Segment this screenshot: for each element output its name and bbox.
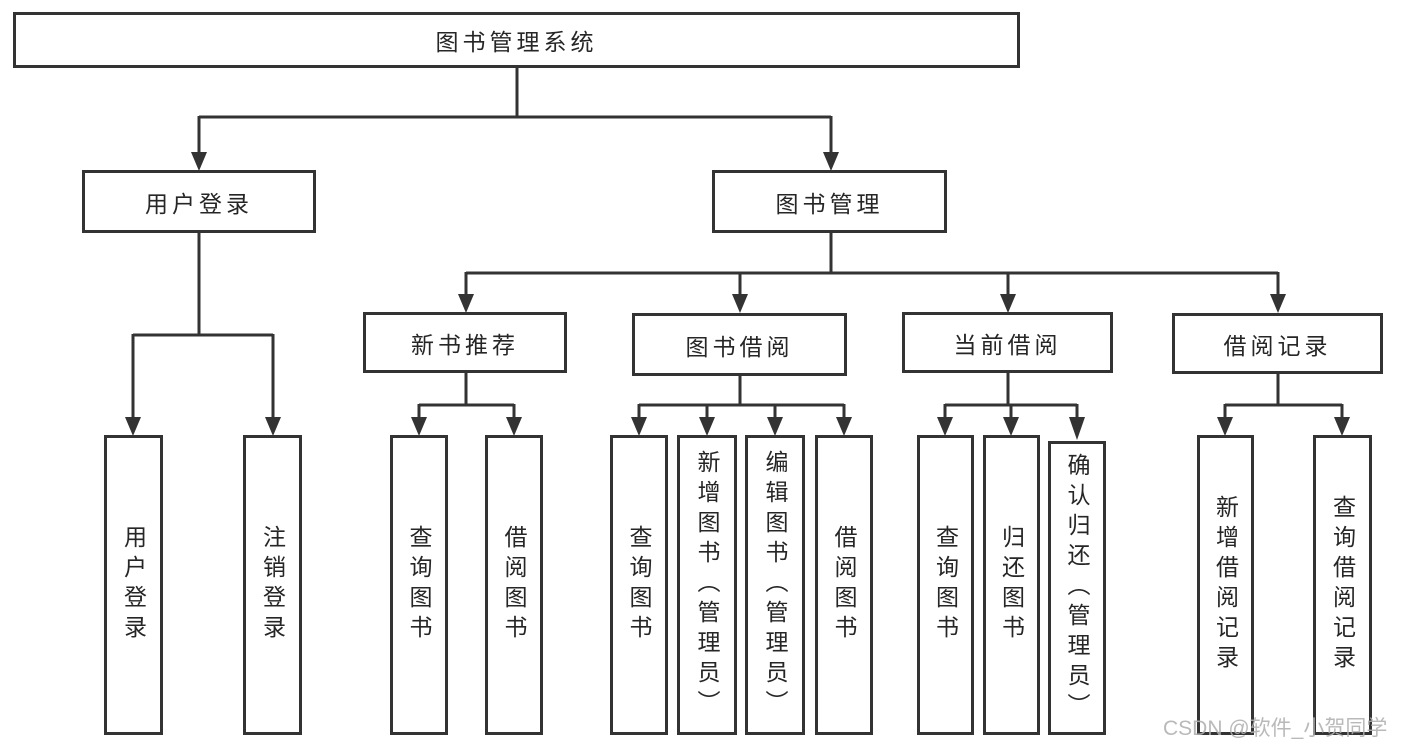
node-user-login-branch: 用户登录 xyxy=(82,170,316,233)
leaf-recommend-borrow-books: 借阅图书 xyxy=(485,435,543,735)
leaf-confirm-return-admin: 确认归还（管理员） xyxy=(1048,441,1106,735)
node-book-management: 图书管理 xyxy=(712,170,947,233)
connector-mgmt-branch xyxy=(464,233,1280,296)
leaf-current-query-books: 查询图书 xyxy=(917,435,974,735)
leaf-borrowing-borrow-books: 借阅图书 xyxy=(815,435,873,735)
csdn-watermark: CSDN @软件_小贺同学 xyxy=(1163,717,1388,740)
leaf-add-books-admin: 新增图书（管理员） xyxy=(677,435,737,735)
leaf-recommend-query-books: 查询图书 xyxy=(390,435,448,735)
connector-root-to-level2 xyxy=(197,68,833,155)
leaf-query-borrow-record: 查询借阅记录 xyxy=(1313,435,1372,735)
leaf-borrowing-query-books: 查询图书 xyxy=(610,435,668,735)
node-library-system: 图书管理系统 xyxy=(13,12,1020,68)
leaf-logout: 注销登录 xyxy=(243,435,302,735)
leaf-add-borrow-record: 新增借阅记录 xyxy=(1197,435,1254,735)
node-new-book-recommend: 新书推荐 xyxy=(363,312,567,373)
connector-group-splits xyxy=(417,373,1344,419)
leaf-edit-books-admin: 编辑图书（管理员） xyxy=(745,435,805,735)
leaf-user-login: 用户登录 xyxy=(104,435,163,735)
arrowheads xyxy=(125,152,1350,440)
node-borrowing-records: 借阅记录 xyxy=(1172,313,1383,374)
leaf-return-books: 归还图书 xyxy=(983,435,1040,735)
node-book-borrowing: 图书借阅 xyxy=(632,313,847,376)
node-current-borrowing: 当前借阅 xyxy=(902,312,1113,373)
connector-login-branch xyxy=(131,233,275,419)
